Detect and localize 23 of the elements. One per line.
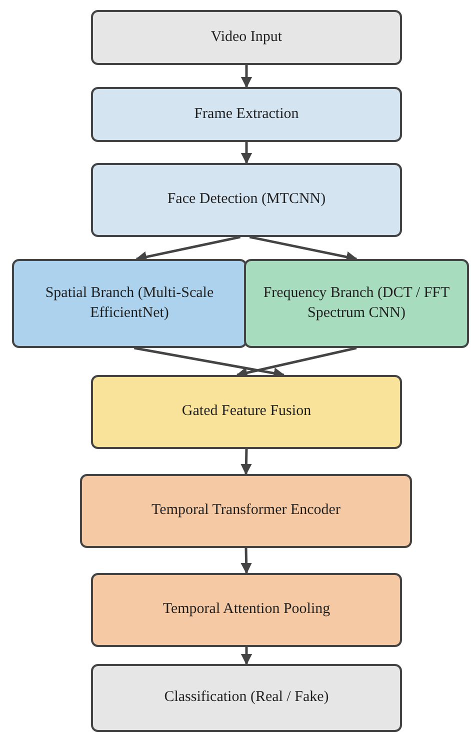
box-label: Spatial Branch (Multi-Scale EfficientNet) [44, 284, 215, 322]
process-box [91, 87, 402, 142]
box-label: Classification (Real / Fake) [164, 688, 329, 708]
box-label: Temporal Attention Pooling [162, 600, 330, 620]
arrow [240, 548, 252, 574]
process-box [91, 573, 402, 647]
box-label: Video Input [210, 28, 282, 47]
box-label: Temporal Transformer Encoder [152, 501, 340, 520]
box-label: Frame Extraction [194, 104, 299, 124]
process-box [91, 163, 402, 237]
arrow [240, 647, 252, 666]
arrow [240, 65, 252, 88]
process-box [91, 10, 402, 65]
arrow [240, 448, 252, 476]
box-label: Frequency Branch (DCT / FFT Spectrum CNN) [262, 284, 451, 322]
process-box [244, 259, 469, 348]
process-box [80, 474, 412, 548]
box-label: Gated Feature Fusion [182, 402, 312, 422]
process-box [12, 259, 247, 348]
arrow [240, 142, 252, 164]
process-box [91, 664, 402, 732]
box-label: Face Detection (MTCNN) [167, 190, 326, 210]
process-box [91, 375, 402, 449]
